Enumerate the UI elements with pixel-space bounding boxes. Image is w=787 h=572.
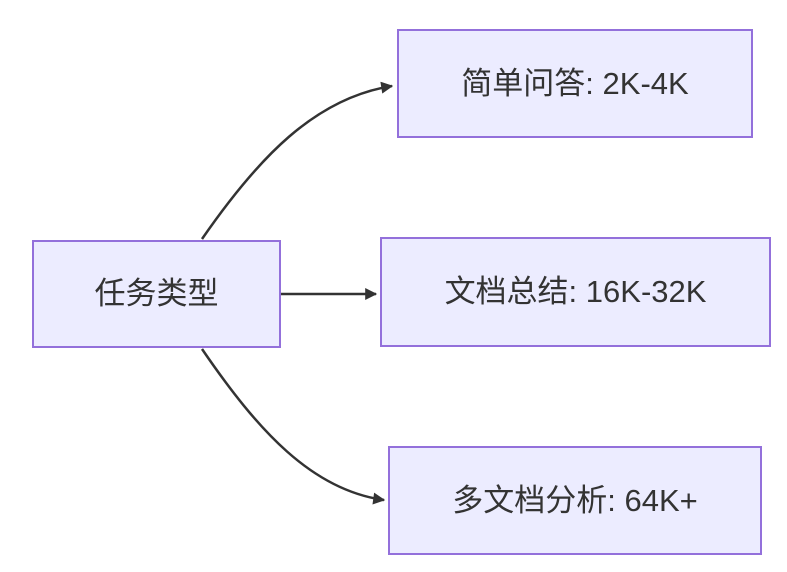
node-simple-qa: 简单问答: 2K-4K	[397, 29, 753, 138]
node-multi-doc-analysis: 多文档分析: 64K+	[388, 446, 762, 555]
node-doc-summary-label: 文档总结: 16K-32K	[444, 274, 707, 310]
node-task-type: 任务类型	[32, 240, 281, 348]
edge-root-to-qa	[200, 81, 394, 240]
edge-root-to-multi	[200, 348, 386, 505]
node-simple-qa-label: 简单问答: 2K-4K	[461, 65, 689, 101]
node-task-type-label: 任务类型	[94, 276, 219, 312]
node-doc-summary: 文档总结: 16K-32K	[380, 237, 771, 347]
node-multi-doc-analysis-label: 多文档分析: 64K+	[452, 482, 698, 518]
